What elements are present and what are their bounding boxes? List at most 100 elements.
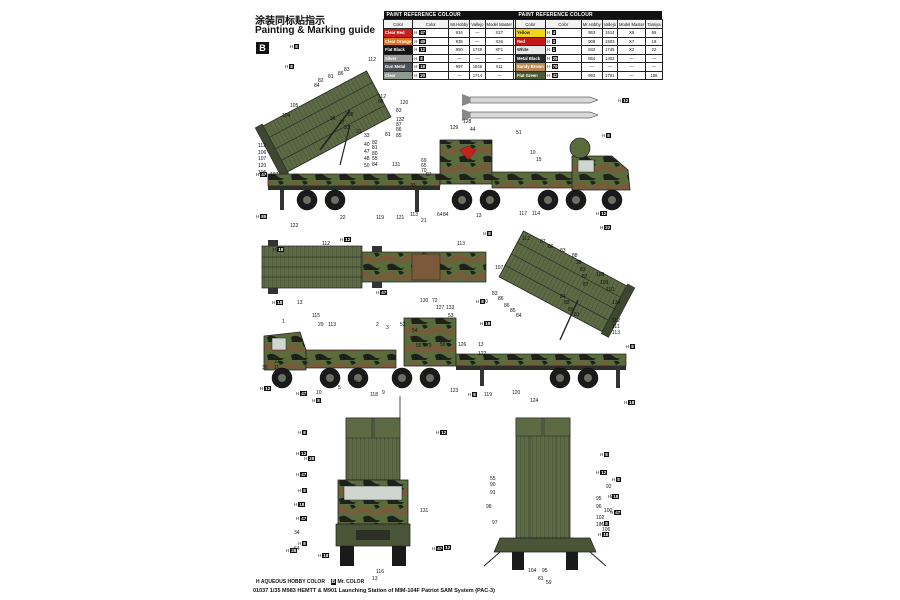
callout-number: 115 <box>312 313 320 319</box>
front-view <box>335 396 411 566</box>
callout-number: 82 <box>318 78 324 84</box>
callout-number: 111 <box>612 324 620 330</box>
callout-number: 51 <box>410 336 416 342</box>
callout-number: 108 <box>596 272 605 278</box>
callout-number: 86 <box>498 296 504 302</box>
callout-number: 82 <box>372 140 378 146</box>
callout-number: 11 <box>274 365 280 371</box>
callout-number: 116 <box>376 569 384 575</box>
callout-number: 114 <box>532 211 540 217</box>
callout-number: 50 <box>364 163 370 169</box>
callout-number: 133 <box>446 305 455 311</box>
mid-launcher-view <box>498 230 636 341</box>
callout-number: 85 <box>396 133 402 139</box>
callout-number: 65 <box>421 163 427 169</box>
plan-view <box>261 240 487 294</box>
callout-number: 59 <box>546 580 552 586</box>
callout-number: 2 <box>376 322 379 328</box>
callout-number: 29 <box>318 322 324 328</box>
paint-table-header: Vallejo <box>601 19 618 29</box>
callout-number: 104 <box>282 113 291 119</box>
callout-number: 3 <box>386 325 389 331</box>
callout-number: 55 <box>372 156 378 162</box>
callout-number: 88 <box>348 112 354 118</box>
callout-number: 119 <box>376 215 384 221</box>
callout-number: 84 <box>372 162 378 168</box>
callout-number: 5 <box>338 385 341 391</box>
callout-number: 10 <box>530 150 536 156</box>
paint-table-header: Color <box>382 19 414 29</box>
legend-h-key: H <box>256 579 260 585</box>
callout-number: 120 <box>512 390 521 396</box>
callout-number: 37 <box>339 120 345 126</box>
callout-number: 84 <box>560 294 566 300</box>
callout-number: 80 <box>372 151 378 157</box>
callout-number: 97 <box>492 520 498 526</box>
callout-number: 95 <box>596 496 602 502</box>
callout-number: 90 <box>490 482 496 488</box>
callout-number: 87 <box>426 172 432 178</box>
callout-number: 13 <box>372 576 378 582</box>
callout-number: 113 <box>328 322 336 328</box>
paint-table-header: Color <box>544 19 582 29</box>
paint-table-header: Color <box>412 19 450 29</box>
callout-number: 87 <box>396 122 402 128</box>
footer-legend: H AQUEOUS HOBBY COLOR B Mr. COLOR <box>256 579 364 585</box>
callout-number: 15 <box>536 157 542 163</box>
callout-number: 31 <box>356 129 362 135</box>
callout-number: 118 <box>350 380 358 386</box>
callout-number: 13 <box>476 213 482 219</box>
callout-number: 109 <box>600 280 609 286</box>
paint-code-cell: 1701 <box>601 70 618 80</box>
legend-b-text: Mr. COLOR <box>337 579 365 585</box>
callout-number: 119 <box>484 392 492 398</box>
callout-number: 104 <box>528 568 537 574</box>
callout-number: 84 <box>443 212 449 218</box>
callout-number: 36 <box>330 116 336 122</box>
mid-side-view <box>263 317 627 389</box>
callout-number: 131 <box>420 508 429 514</box>
callout-number: 81 <box>574 312 580 318</box>
callout-number: 83 <box>492 291 498 297</box>
color-swatch: Clear <box>382 70 414 80</box>
callout-number: 122 <box>290 223 299 229</box>
kit-title: 01037 1/35 M983 HEMTT & M901 Launching S… <box>253 588 495 594</box>
callout-number: 110 <box>606 287 614 293</box>
paint-table-header: Vallejo <box>469 19 486 29</box>
callout-number: 83 <box>580 267 586 273</box>
callout-number: 83 <box>560 248 566 254</box>
callout-number: 131 <box>392 162 401 168</box>
legend-h-text: AQUEOUS HOBBY COLOR <box>260 579 325 585</box>
callout-number: 9 <box>382 390 385 396</box>
callout-number: 98 <box>486 504 492 510</box>
callout-number: 127 <box>436 305 445 311</box>
callout-number: 56 <box>440 342 446 348</box>
page-title-cn: 涂装同标贴指示 <box>255 16 325 27</box>
callout-number: 134 <box>612 300 621 306</box>
